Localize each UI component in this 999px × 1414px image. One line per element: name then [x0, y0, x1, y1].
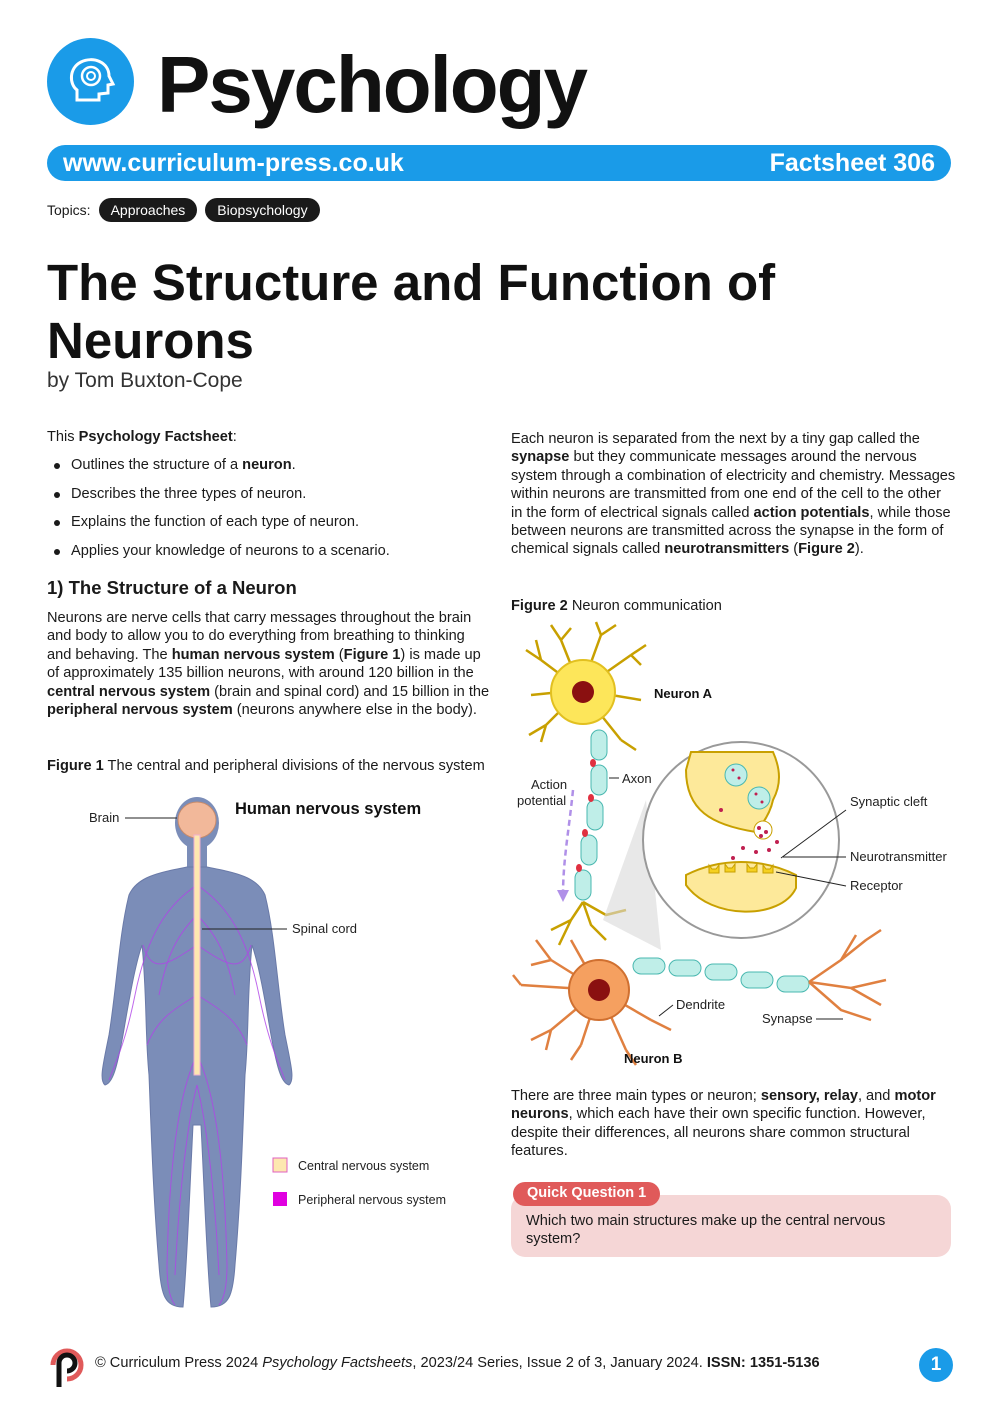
psychology-logo	[47, 38, 134, 125]
spinal-cord-label: Spinal cord	[292, 921, 357, 936]
legend-pns-label: Peripheral nervous system	[298, 1193, 446, 1207]
list-item: Applies your knowledge of neurons to a s…	[47, 542, 492, 560]
list-item: Describes the three types of neuron.	[47, 485, 492, 503]
head-spiral-icon	[70, 58, 116, 102]
synapse-label: Synapse	[762, 1011, 813, 1026]
website-link[interactable]: www.curriculum-press.co.uk	[63, 149, 404, 177]
receptors	[708, 862, 774, 874]
presynaptic-terminal	[684, 751, 780, 834]
brain-shape	[177, 801, 217, 839]
neuron-communication-figure: Neuron A Axon Action potential Synaptic …	[512, 621, 947, 1066]
brain-label: Brain	[89, 810, 119, 825]
neuron-b-nucleus	[588, 979, 610, 1001]
list-item: Explains the function of each type of ne…	[47, 513, 492, 531]
legend-cns-label: Central nervous system	[298, 1159, 429, 1173]
peripheral-nerves	[108, 884, 286, 1306]
legend-swatch-cns	[272, 1157, 288, 1173]
nervous-system-figure: Human nervous system Brain Spinal cord C…	[89, 797, 446, 1308]
neuron-b-label: Neuron B	[624, 1051, 683, 1066]
factsheet-number: Factsheet 306	[769, 149, 935, 177]
neurotransmitter-label: Neurotransmitter	[850, 849, 947, 864]
postsynaptic-membrane	[685, 860, 797, 913]
curriculum-press-logo	[50, 1348, 84, 1387]
dendrite-label: Dendrite	[676, 997, 725, 1012]
topic-pill-biopsychology[interactable]: Biopsychology	[205, 198, 320, 222]
axon-terminals-a	[550, 900, 627, 946]
synapse-paragraph: Each neuron is separated from the next b…	[511, 431, 956, 558]
article-title: The Structure and Function of Neurons	[47, 254, 776, 369]
byline: by Tom Buxton-Cope	[47, 369, 243, 392]
action-potential-dots	[576, 759, 596, 872]
axon-terminals-b	[808, 928, 887, 1022]
vesicle	[747, 786, 771, 810]
topic-pill-approaches[interactable]: Approaches	[98, 198, 198, 222]
action-potential-arrow	[561, 789, 575, 896]
vesicle	[724, 763, 748, 787]
topics-row: Topics: Approaches Biopsychology	[47, 198, 320, 222]
figure2-caption: Figure 2 Neuron communication	[511, 598, 722, 614]
neuron-a-label: Neuron A	[654, 686, 713, 701]
topics-label: Topics:	[47, 202, 91, 218]
section1-paragraph: Neurons are nerve cells that carry messa…	[47, 610, 490, 719]
header-bar: www.curriculum-press.co.uk Factsheet 306	[47, 145, 951, 181]
action-potential-label-line1: Action	[531, 777, 567, 792]
axon-label: Axon	[622, 771, 652, 786]
quick-question-text: Which two main structures make up the ce…	[526, 1213, 886, 1248]
vesicle-release	[753, 820, 773, 840]
section-heading: 1) The Structure of a Neuron	[47, 577, 297, 598]
figure1-heading: Human nervous system	[235, 800, 421, 818]
page-number: 1	[919, 1348, 953, 1382]
intro-lead: This Psychology Factsheet:	[47, 429, 237, 445]
neuron-a-nucleus	[572, 681, 594, 703]
spinal-cord-shape	[193, 834, 201, 1076]
arrow-head	[557, 890, 569, 902]
neuron-types-paragraph: There are three main types or neuron; se…	[511, 1088, 936, 1160]
receptor-label: Receptor	[850, 878, 903, 893]
axon-a	[574, 729, 608, 901]
intro-bullets: Outlines the structure of a neuron. Desc…	[47, 456, 492, 560]
action-potential-label-line2: potential	[517, 793, 566, 808]
footer-text: © Curriculum Press 2024 Psychology Facts…	[95, 1355, 820, 1371]
figure1-caption: Figure 1 The central and peripheral divi…	[47, 758, 485, 774]
quick-question-tag: Quick Question 1	[513, 1182, 661, 1206]
list-item: Outlines the structure of a neuron.	[47, 456, 492, 474]
brand-title: Psychology	[157, 40, 588, 129]
axon-b	[632, 957, 810, 993]
legend-swatch-pns	[273, 1192, 287, 1206]
neurotransmitter-dots	[719, 768, 779, 860]
synaptic-cleft-label: Synaptic cleft	[850, 794, 928, 809]
intro-block: This Psychology Factsheet: Outlines the …	[47, 428, 492, 560]
